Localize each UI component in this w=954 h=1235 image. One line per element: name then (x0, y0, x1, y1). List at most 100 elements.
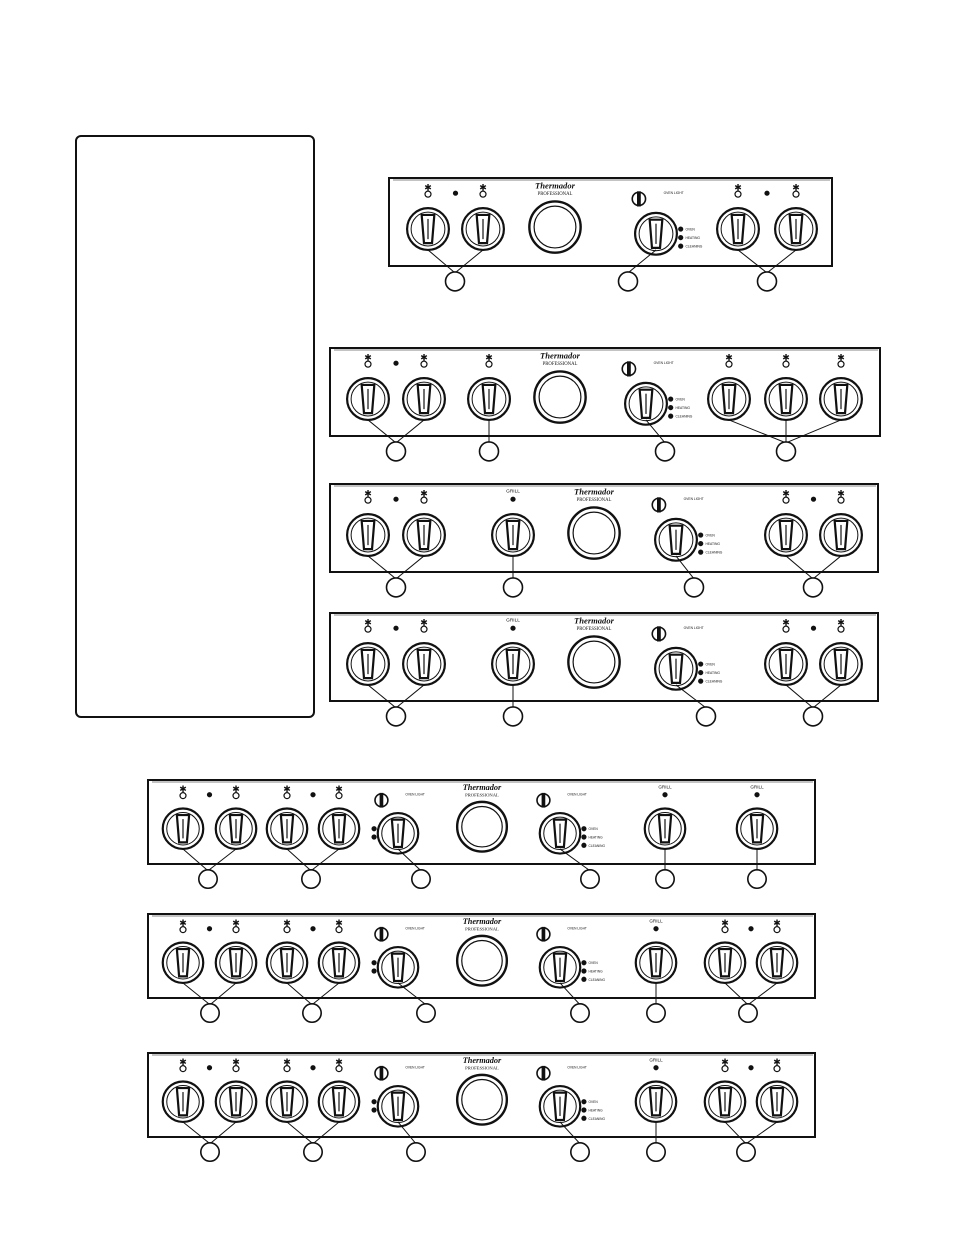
leader-line (367, 555, 397, 580)
leader-line (397, 848, 422, 872)
callout-circle (654, 869, 675, 890)
leader-line (675, 555, 695, 580)
oven-light-3 (698, 678, 704, 684)
oven-light-1 (371, 960, 377, 966)
knob-inner-ring (322, 811, 356, 846)
burner-knob (402, 513, 447, 558)
leader-line (812, 555, 842, 580)
grill-knob (634, 941, 678, 985)
oven-knob (376, 945, 420, 989)
leader-line (395, 555, 425, 580)
professional-label: PROFESSIONAL (538, 192, 573, 197)
leader-line (427, 249, 456, 274)
burner-pair-light (748, 926, 754, 932)
center-dial (567, 635, 621, 689)
oven-light-3 (581, 842, 587, 848)
callout-circle (735, 1142, 756, 1163)
burner-knob (265, 941, 309, 985)
leader-line (766, 249, 797, 274)
knob-inner-ring (219, 811, 253, 846)
indicator-ring (335, 926, 343, 934)
callout-circle (645, 1003, 666, 1024)
callout-circle (756, 271, 778, 292)
thermador-logo: Thermador (540, 350, 581, 360)
leader-line (209, 1121, 237, 1145)
grill-knob (643, 807, 687, 851)
oven-light-1 (581, 826, 587, 832)
cleaning-label: CLEANING (675, 415, 692, 419)
indicator-ring (721, 1065, 729, 1073)
knob-inner-ring (720, 211, 756, 247)
indicator-ring (420, 360, 428, 368)
oven-light-label: OVEN LIGHT (567, 927, 587, 931)
leader-line (367, 419, 397, 444)
center-dial-inner (572, 511, 616, 555)
burner-pair-light (393, 625, 399, 631)
heating-label: HEATING (589, 1109, 604, 1113)
leader-line (724, 1121, 747, 1145)
leader-line (286, 982, 313, 1006)
burner-knob (715, 207, 760, 252)
oven-label: OVEN (589, 1100, 599, 1104)
center-dial-inner (538, 375, 582, 419)
knob-inner-ring (711, 381, 747, 417)
burner-star-icon: ✱ (725, 353, 733, 363)
oven-light-3 (581, 1115, 587, 1121)
thermador-logo: Thermador (463, 1056, 502, 1065)
burner-star-icon: ✱ (782, 489, 790, 499)
indicator-ring (335, 792, 343, 800)
indicator-ring (364, 625, 372, 633)
burner-knob (703, 1080, 747, 1124)
burner-knob (265, 807, 309, 851)
burner-pair-light (310, 1065, 316, 1071)
burner-knob (763, 377, 808, 422)
burner-knob (706, 377, 751, 422)
thermador-logo: Thermador (535, 180, 576, 190)
leader-line (559, 1121, 581, 1145)
burner-knob (818, 377, 863, 422)
leader-line (728, 419, 787, 444)
leader-line (627, 249, 657, 274)
burner-knob (214, 1080, 258, 1124)
burner-star-icon: ✱ (232, 1057, 240, 1067)
indicator-ring (837, 496, 845, 504)
leader-line (645, 419, 666, 444)
indicator-ring (420, 496, 428, 504)
callout-circle (737, 1003, 758, 1024)
leader-line (182, 982, 211, 1006)
burner-star-icon: ✱ (364, 489, 372, 499)
oven-light-1 (581, 1099, 587, 1105)
center-dial (455, 934, 509, 987)
callout-circle (746, 869, 767, 890)
leader-line (209, 982, 237, 1006)
professional-label: PROFESSIONAL (543, 362, 578, 367)
knob-inner-ring (760, 945, 794, 980)
leader-line (286, 1121, 314, 1145)
oven-knob (623, 381, 668, 426)
knob-inner-ring (823, 646, 859, 682)
grill-light (653, 926, 659, 932)
oven-label: OVEN (705, 663, 715, 667)
selector-handle (657, 626, 661, 642)
burner-knob (406, 207, 451, 252)
burner-star-icon: ✱ (721, 1057, 729, 1067)
center-dial-inner (533, 205, 577, 249)
oven-light-1 (678, 226, 684, 232)
oven-label: OVEN (589, 961, 599, 965)
burner-knob (773, 207, 818, 252)
leader-line (312, 1121, 340, 1145)
callout-circle (478, 441, 500, 462)
oven-light-label: OVEN LIGHT (684, 626, 704, 630)
leader-line (367, 684, 397, 709)
burner-star-icon: ✱ (420, 489, 428, 499)
knob-inner-ring (708, 1084, 742, 1119)
knob-inner-ring (823, 381, 859, 417)
cleaning-label: CLEANING (705, 680, 722, 684)
callout-circle (410, 869, 431, 890)
oven-label: OVEN (589, 827, 599, 831)
callout-circle (385, 706, 407, 727)
burner-pair-light (310, 792, 316, 798)
oven-knob (653, 517, 698, 562)
